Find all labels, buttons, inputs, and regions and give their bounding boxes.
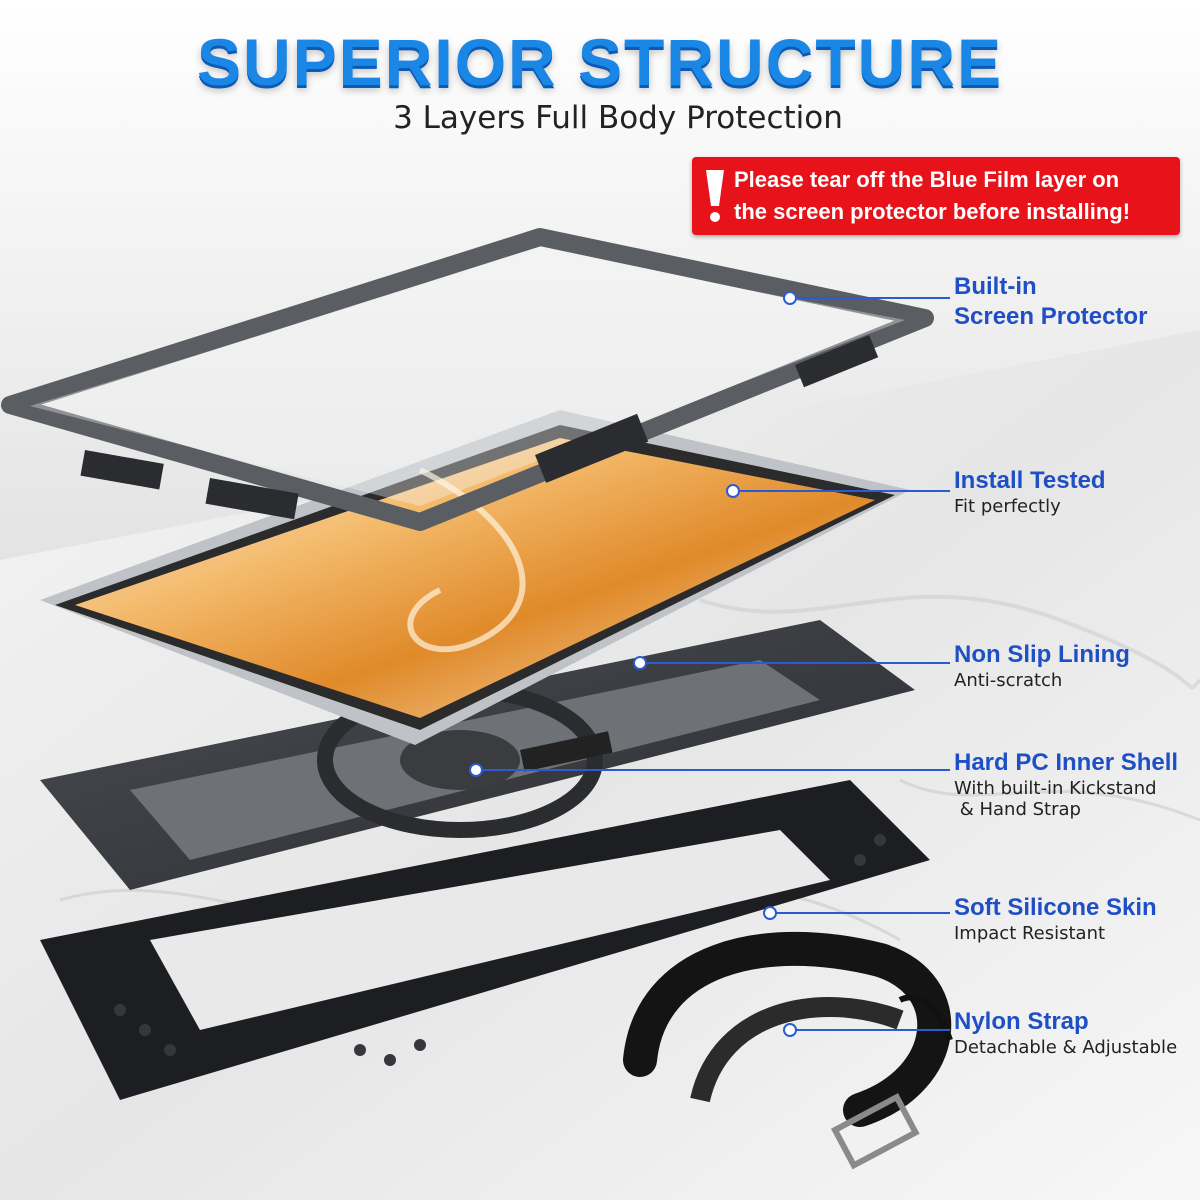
callout-title: Hard PC Inner Shell xyxy=(954,749,1179,776)
callout-screen-protector: Built-in Screen Protector xyxy=(954,272,1147,332)
callout-desc: Fit perfectly xyxy=(954,496,1061,517)
callout-nylon-strap: Nylon Strap Detachable & Adjustable xyxy=(954,1007,1177,1058)
callout-silicone-skin: Soft Silicone Skin Impact Resistant xyxy=(954,893,1157,944)
callout-desc: & Hand Strap xyxy=(954,799,1081,820)
callout-title: Built-in xyxy=(954,273,1037,300)
callout-dot xyxy=(726,484,740,498)
screen-protector-layer xyxy=(1,228,934,531)
hard-pc-shell-layer xyxy=(40,620,915,890)
callout-title: Non Slip Lining xyxy=(954,641,1130,668)
callout-title: Soft Silicone Skin xyxy=(954,894,1157,921)
silicone-skin-layer xyxy=(40,780,930,1100)
warning-banner: Please tear off the Blue Film layer on t… xyxy=(692,157,1180,235)
tablet xyxy=(40,410,910,745)
callout-hard-pc-shell: Hard PC Inner Shell With built-in Kickst… xyxy=(954,748,1178,820)
callout-title: Install Tested xyxy=(954,467,1106,494)
nylon-strap xyxy=(623,931,953,1170)
callout-desc: Anti-scratch xyxy=(954,670,1063,691)
callout-desc: With built-in Kickstand xyxy=(954,778,1157,799)
callout-install-tested: Install Tested Fit perfectly xyxy=(954,466,1106,517)
callout-title: Screen Protector xyxy=(954,303,1148,330)
warning-line-1: Please tear off the Blue Film layer on xyxy=(734,167,1120,192)
callout-dot xyxy=(633,656,647,670)
callout-title: Nylon Strap xyxy=(954,1008,1089,1035)
callout-desc: Detachable & Adjustable xyxy=(954,1037,1178,1058)
exclamation-icon xyxy=(706,170,724,222)
warning-line-2: the screen protector before installing! xyxy=(734,199,1131,224)
callout-dot xyxy=(763,906,777,920)
callout-dot xyxy=(783,1023,797,1037)
headline: SUPERIOR STRUCTURE xyxy=(196,25,1004,99)
callout-desc: Impact Resistant xyxy=(954,923,1106,944)
subheadline: 3 Layers Full Body Protection xyxy=(393,100,843,136)
callout-dot xyxy=(783,291,797,305)
callout-dot xyxy=(469,763,483,777)
callout-non-slip-lining: Non Slip Lining Anti-scratch xyxy=(954,640,1130,691)
